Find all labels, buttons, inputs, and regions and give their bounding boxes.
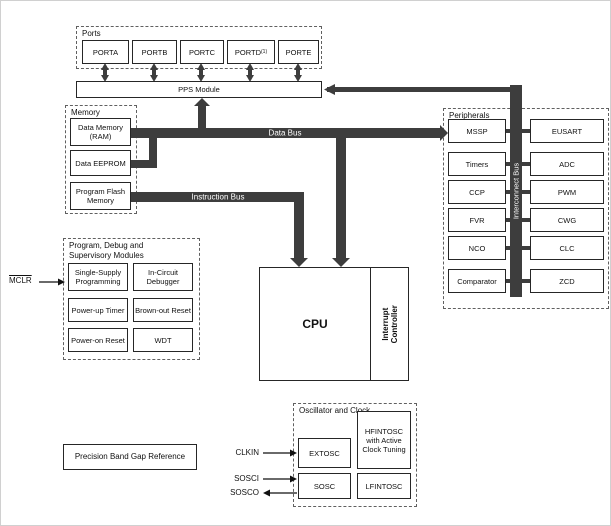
instruction-bus-vertical [294,192,304,259]
peripheral-mssp: MSSP [448,119,506,143]
memory-group: Memory [65,105,137,214]
peripheral-pwm: PWM [530,180,604,204]
portb-label: PORTB [141,47,168,57]
nco-label: NCO [468,243,486,253]
databus-cpu-link [336,136,346,259]
data-memory-ram-box: Data Memory (RAM) [70,118,131,146]
debug-group: Program, Debug and Supervisory Modules [63,238,200,360]
portb-box: PORTB [132,40,177,64]
porta-box: PORTA [82,40,129,64]
single-supply-programming-box: Single-Supply Programming [68,263,128,291]
peripheral-clc: CLC [530,236,604,260]
power-up-timer-box: Power-up Timer [68,298,128,322]
cwg-label: CWG [557,215,577,225]
peripheral-ccp: CCP [448,180,506,204]
sosc-label: SOSC [313,481,336,491]
data-eeprom-box: Data EEPROM [70,150,131,176]
sosci-signal-label: SOSCI [234,474,259,483]
peripheral-fvr: FVR [448,208,506,232]
wdt-label: WDT [154,335,172,345]
cpu-label: CPU [302,316,328,331]
power-on-reset-label: Power-on Reset [71,335,125,345]
mclr-signal-label: MCLR [9,276,32,285]
band-gap-reference-box: Precision Band Gap Reference [63,444,197,470]
peripheral-eusart: EUSART [530,119,604,143]
ccp-label: CCP [469,187,485,197]
program-flash-memory-box: Program Flash Memory [70,182,131,210]
mssp-label: MSSP [466,126,488,136]
mclr-text: MCLR [9,276,32,285]
clc-label: CLC [559,243,575,253]
portd-footnote: (1) [261,48,268,55]
adc-label: ADC [559,159,575,169]
pps-databus-link [198,104,206,130]
in-circuit-debugger-label: In-Circuit Debugger [146,268,180,286]
peripheral-cwg: CWG [530,208,604,232]
extosc-box: EXTOSC [298,438,351,468]
debug-group-label-line2: Supervisory Modules [69,250,144,260]
power-up-timer-label: Power-up Timer [71,305,125,315]
cpu-box: CPU Interrupt Controller [259,267,409,381]
eeprom-link-v [149,136,157,164]
memory-group-label: Memory [71,108,100,117]
brown-out-reset-box: Brown-out Reset [133,298,193,322]
debug-group-label: Program, Debug and Supervisory Modules [69,241,144,260]
comparator-label: Comparator [457,276,497,286]
brown-out-reset-label: Brown-out Reset [135,305,191,315]
lfintosc-box: LFINTOSC [357,473,411,499]
sosco-signal-label: SOSCO [230,488,259,497]
pps-link-arrowhead [324,84,335,95]
peripherals-group-label: Peripherals [449,111,490,120]
power-on-reset-box: Power-on Reset [68,328,128,352]
single-supply-programming-label: Single-Supply Programming [74,268,122,286]
peripherals-group: Peripherals [443,108,609,309]
portc-box: PORTC [180,40,224,64]
zcd-label: ZCD [559,276,575,286]
lfintosc-label: LFINTOSC [365,481,403,491]
interrupt-controller-label: Interrupt Controller [380,304,399,344]
data-memory-ram-label: Data Memory (RAM) [77,123,123,141]
program-flash-memory-label: Program Flash Memory [75,187,126,205]
clkin-signal-label: CLKIN [235,448,259,457]
extosc-label: EXTOSC [309,448,340,458]
data-bus-bar [131,128,440,138]
ports-group-label: Ports [82,29,101,38]
portc-label: PORTC [188,47,216,57]
hfintosc-box: HFINTOSC with Active Clock Tuning [357,411,411,469]
instruction-bus-label: Instruction Bus [192,193,245,202]
debug-group-label-line1: Program, Debug and [69,241,144,250]
interrupt-controller-section: Interrupt Controller [370,268,408,380]
timers-label: Timers [465,159,489,169]
eusart-label: EUSART [551,126,583,136]
peripheral-comparator: Comparator [448,269,506,293]
databus-cpu-arrowhead [332,258,350,267]
wdt-box: WDT [133,328,193,352]
porte-label: PORTE [285,47,312,57]
pps-module-label: PPS Module [178,85,220,94]
peripheral-zcd: ZCD [530,269,604,293]
hfintosc-label: HFINTOSC with Active Clock Tuning [362,426,406,454]
data-eeprom-label: Data EEPROM [75,158,126,168]
pps-databus-arrowhead [194,98,210,106]
porte-box: PORTE [278,40,319,64]
fvr-label: FVR [469,215,485,225]
in-circuit-debugger-box: In-Circuit Debugger [133,263,193,291]
band-gap-reference-label: Precision Band Gap Reference [74,452,186,462]
oscillator-group-label: Oscillator and Clock [299,406,371,415]
porta-label: PORTA [92,47,119,57]
portd-box: PORTD(1) [227,40,275,64]
peripheral-timers: Timers [448,152,506,176]
pps-module-box: PPS Module [76,81,322,98]
data-bus-label: Data Bus [269,129,302,138]
pwm-label: PWM [557,187,577,197]
sosc-box: SOSC [298,473,351,499]
portd-label: PORTD [234,47,261,57]
peripheral-adc: ADC [530,152,604,176]
instruction-cpu-arrowhead [290,258,308,267]
instruction-bus-bar [131,192,304,202]
pps-interconnect-link [327,87,517,92]
peripheral-nco: NCO [448,236,506,260]
